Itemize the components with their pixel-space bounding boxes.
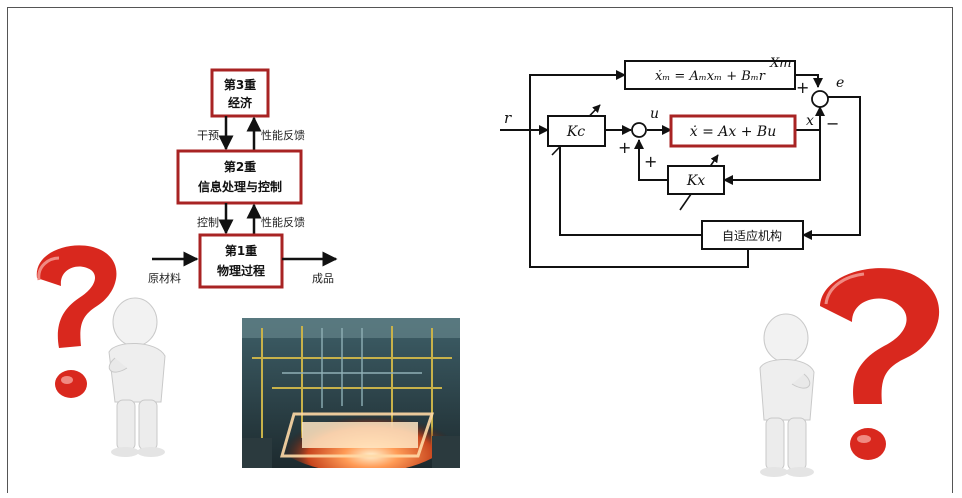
level2-box xyxy=(178,151,301,203)
sign-minus: − xyxy=(826,114,839,133)
level1-box xyxy=(200,235,282,287)
label-output: 成品 xyxy=(312,272,334,285)
level2-subtitle: 信息处理与控制 xyxy=(198,179,282,194)
level3-title: 第3重 xyxy=(224,77,256,92)
white-figure-left xyxy=(109,298,165,457)
thinking-figure-right xyxy=(740,262,950,482)
adaptive-mechanism-label: 自适应机构 xyxy=(722,228,782,243)
level2-title: 第2重 xyxy=(224,159,256,174)
label-control: 控制 xyxy=(197,215,219,229)
signal-x: x xyxy=(806,113,814,129)
question-mark-left-icon xyxy=(37,245,117,398)
sign-plus-lower: + xyxy=(644,152,657,171)
signal-xm: Xm xyxy=(769,56,792,71)
label-feedback-top: 性能反馈 xyxy=(261,128,305,142)
kx-label: Kx xyxy=(686,173,705,189)
question-mark-right-icon xyxy=(820,268,939,460)
sign-plus-left: + xyxy=(618,138,631,157)
kc-label: Kc xyxy=(566,124,585,140)
sum-junction-e xyxy=(812,91,828,107)
label-feedback-bottom: 性能反馈 xyxy=(261,215,305,229)
signal-u: u xyxy=(650,106,659,122)
control-block-diagram: ẋₘ = Aₘxₘ + Bₘr Kc ẋ = Ax + Bu Kx 自适应机构 … xyxy=(490,45,870,275)
sign-plus-sum-top: + xyxy=(796,78,809,97)
label-intervene: 干预 xyxy=(197,129,219,142)
reference-model-equation: ẋₘ = Aₘxₘ + Bₘr xyxy=(655,69,766,84)
white-figure-right xyxy=(760,314,814,477)
plant-equation: ẋ = Ax + Bu xyxy=(690,124,776,140)
level1-subtitle: 物理过程 xyxy=(217,263,265,278)
thinking-figure-left xyxy=(15,240,175,460)
steel-mill-photo xyxy=(242,318,460,468)
level3-subtitle: 经济 xyxy=(228,95,253,110)
signal-r: r xyxy=(504,109,512,127)
sum-junction-u xyxy=(632,123,646,137)
level1-title: 第1重 xyxy=(225,243,257,258)
signal-e: e xyxy=(836,75,844,91)
